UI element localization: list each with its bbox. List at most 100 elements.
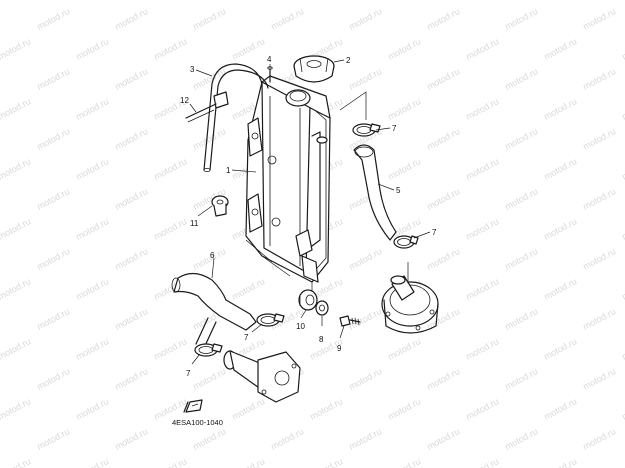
watermark-text: motod.ru <box>503 66 539 92</box>
watermark-text: motod.ru <box>308 456 344 468</box>
watermark-text: motod.ru <box>503 6 539 32</box>
watermark-text: motod.ru <box>191 6 227 32</box>
watermark-text: motod.ru <box>0 216 32 242</box>
watermark-text: motod.ru <box>581 6 617 32</box>
watermark-text: motod.ru <box>74 0 110 2</box>
watermark-text: motod.ru <box>0 396 32 422</box>
watermark-text: motod.ru <box>581 246 617 272</box>
watermark-text: motod.ru <box>503 426 539 452</box>
watermark-text: motod.ru <box>230 276 266 302</box>
watermark-text: motod.ru <box>542 36 578 62</box>
watermark-text: motod.ru <box>464 96 500 122</box>
watermark-text: motod.ru <box>191 426 227 452</box>
leader-lines <box>189 59 431 365</box>
watermark-text: motod.ru <box>152 336 188 362</box>
watermark-text: motod.ru <box>386 396 422 422</box>
watermark-text: motod.ru <box>35 126 71 152</box>
collar <box>315 300 329 316</box>
watermark-text: motod.ru <box>386 336 422 362</box>
watermark-text: motod.ru <box>74 216 110 242</box>
hose-holder <box>185 91 229 123</box>
watermark-text: motod.ru <box>74 396 110 422</box>
watermark-text: motod.ru <box>269 426 305 452</box>
watermark-text: motod.ru <box>386 96 422 122</box>
callout-clamp-left: 7 <box>244 333 249 342</box>
watermark-text: motod.ru <box>35 306 71 332</box>
watermark-text: motod.ru <box>542 216 578 242</box>
watermark-text: motod.ru <box>191 366 227 392</box>
watermark-text: motod.ru <box>113 306 149 332</box>
watermark-text: motod.ru <box>620 96 625 122</box>
upper-hose <box>353 144 397 241</box>
watermark-text: motod.ru <box>152 0 188 2</box>
breather-hose <box>203 63 269 172</box>
watermark-text: motod.ru <box>581 66 617 92</box>
watermark-text: motod.ru <box>74 456 110 468</box>
watermark-text: motod.ru <box>0 276 32 302</box>
watermark-text: motod.ru <box>35 186 71 212</box>
pump-outlet-pipe <box>223 350 301 403</box>
watermark-text: motod.ru <box>35 426 71 452</box>
watermark-text: motod.ru <box>464 456 500 468</box>
reference-lines <box>245 91 409 292</box>
watermark-text: motod.ru <box>425 186 461 212</box>
watermark-text: motod.ru <box>386 0 422 2</box>
watermark-text: motod.ru <box>113 126 149 152</box>
watermark-text: motod.ru <box>347 366 383 392</box>
watermark-text: motod.ru <box>620 336 625 362</box>
watermark-text: motod.ru <box>503 306 539 332</box>
callout-overflow-pipe: 4 <box>267 55 272 64</box>
watermark-text: motod.ru <box>0 96 32 122</box>
watermark-text: motod.ru <box>113 366 149 392</box>
front-arrow-icon <box>183 399 203 413</box>
watermark-text: motod.ru <box>425 126 461 152</box>
watermark-text: motod.ru <box>74 276 110 302</box>
callout-radiator: 1 <box>226 166 231 175</box>
watermark-text: motod.ru <box>230 396 266 422</box>
callout-collar: 8 <box>319 335 324 344</box>
watermark-text: motod.ru <box>581 126 617 152</box>
watermark-text: motod.ru <box>581 426 617 452</box>
watermark-text: motod.ru <box>0 0 32 2</box>
watermark-text: motod.ru <box>230 0 266 2</box>
watermark-text: motod.ru <box>425 6 461 32</box>
watermark-text: motod.ru <box>425 426 461 452</box>
watermark-text: motod.ru <box>113 186 149 212</box>
watermark-text: motod.ru <box>347 246 383 272</box>
bolt <box>339 315 361 327</box>
watermark-text: motod.ru <box>0 456 32 468</box>
watermark-text: motod.ru <box>620 396 625 422</box>
watermark-text: motod.ru <box>74 156 110 182</box>
watermark-text: motod.ru <box>347 306 383 332</box>
watermark-text: motod.ru <box>35 366 71 392</box>
watermark-text: motod.ru <box>620 156 625 182</box>
watermark-text: motod.ru <box>464 336 500 362</box>
watermark-text: motod.ru <box>464 216 500 242</box>
watermark-text: motod.ru <box>464 156 500 182</box>
watermark-text: motod.ru <box>581 186 617 212</box>
watermark-text: motod.ru <box>152 216 188 242</box>
callout-bolt: 9 <box>337 344 342 353</box>
watermark-text: motod.ru <box>425 246 461 272</box>
hose-clamp-left <box>256 313 285 327</box>
callout-radiator-cap: 2 <box>346 56 351 65</box>
radiator <box>245 75 331 283</box>
watermark-text: motod.ru <box>542 96 578 122</box>
watermark-text: motod.ru <box>581 366 617 392</box>
watermark-text: motod.ru <box>347 66 383 92</box>
watermark-text: motod.ru <box>113 246 149 272</box>
watermark-text: motod.ru <box>620 0 625 2</box>
watermark-text: motod.ru <box>620 36 625 62</box>
watermark-text: motod.ru <box>503 246 539 272</box>
hose-clamp-lower <box>194 343 223 357</box>
callout-upper-hose: 5 <box>396 186 401 195</box>
grommet <box>298 289 318 311</box>
diagram-code: 4ESA100-1040 <box>172 418 223 427</box>
watermark-text: motod.ru <box>230 456 266 468</box>
watermark-text: motod.ru <box>0 36 32 62</box>
watermark-text: motod.ru <box>152 36 188 62</box>
watermark-text: motod.ru <box>464 276 500 302</box>
watermark-text: motod.ru <box>542 396 578 422</box>
